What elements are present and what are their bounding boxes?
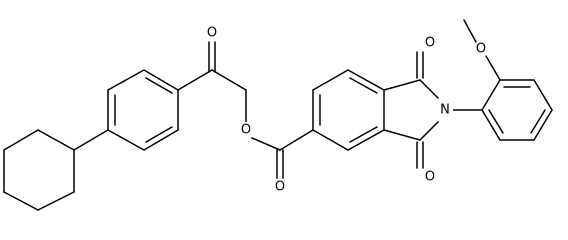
- atom-labels: O O O O O N O: [204, 25, 489, 195]
- isoindole-benzene-ring: [312, 69, 385, 151]
- ester-carbonyl-oxygen-label: O: [275, 180, 285, 195]
- imide-top-oxygen-label: O: [425, 36, 435, 51]
- left-phenyl-ring: [107, 69, 179, 151]
- methoxy-oxygen-label: O: [476, 42, 486, 57]
- imide-bottom-oxygen-label: O: [425, 170, 435, 185]
- cyclohexyl-phenyl-bond: [73, 129, 109, 151]
- imide-ring: [383, 51, 439, 169]
- imide-nitrogen-label: N: [440, 103, 450, 118]
- cyclohexyl-ring: [3, 129, 75, 211]
- keto-ester-linker: [177, 41, 314, 179]
- methoxy-group: [463, 19, 501, 81]
- ketone-oxygen-label: O: [207, 26, 217, 41]
- molecule-structure-diagram: O O O O O N O: [3, 19, 553, 211]
- methoxyphenyl-ring: [481, 79, 553, 141]
- ester-oxygen-label: O: [241, 123, 251, 138]
